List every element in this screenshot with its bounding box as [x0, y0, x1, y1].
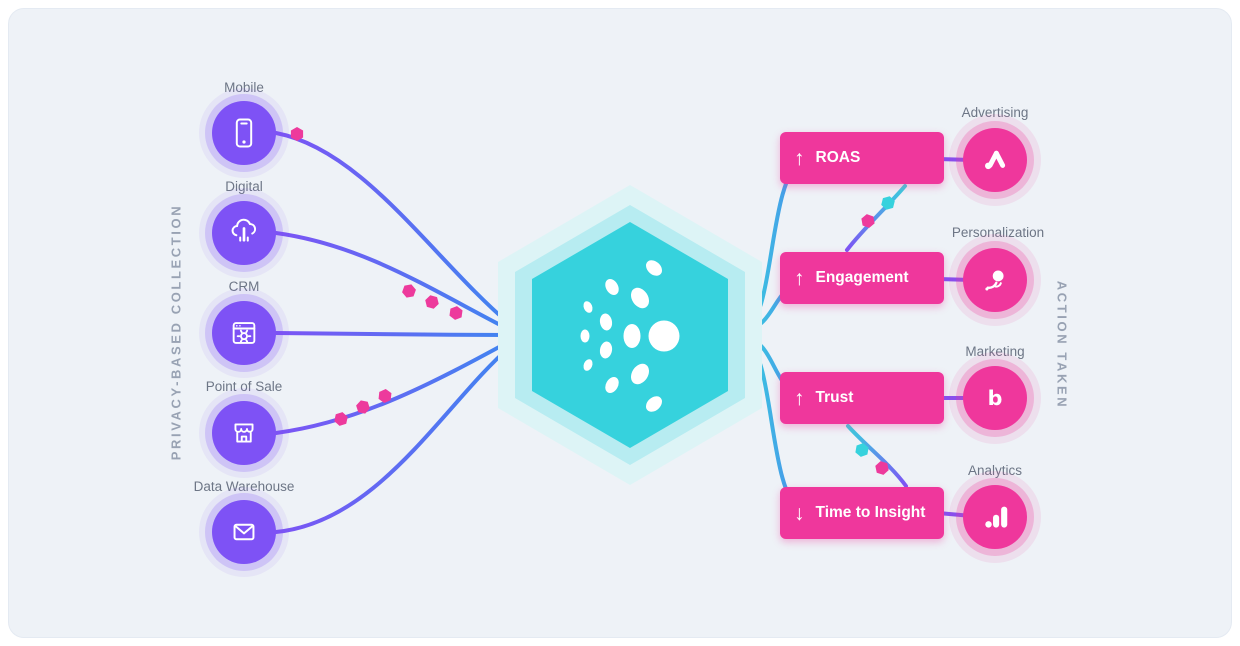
source-label-point-of-sale: Point of Sale: [205, 379, 283, 394]
connection-line: [274, 343, 514, 534]
connection-line: [274, 331, 514, 337]
b-letter-icon: b: [988, 386, 1003, 410]
privacy-collection-axis-label: PRIVACY-BASED COLLECTION: [168, 203, 184, 461]
metric-pill-roas: ↑ ROAS: [780, 132, 944, 184]
action-label-analytics: Analytics: [967, 463, 1023, 478]
metric-label-trust: Trust: [815, 389, 854, 407]
ads-icon: [985, 150, 1006, 170]
metric-label-engagement: Engagement: [815, 269, 909, 287]
data-bead: [378, 389, 392, 403]
action-label-marketing: Marketing: [965, 344, 1025, 359]
data-bead: [425, 295, 439, 309]
metric-label-roas: ROAS: [815, 149, 861, 167]
arrow-up-icon: ↑: [794, 386, 805, 410]
action-taken-axis-label: ACTION TAKEN: [1054, 280, 1070, 410]
data-bead: [861, 214, 875, 228]
flow-beads: [290, 127, 895, 475]
action-node-analytics: [963, 485, 1027, 549]
cloud-touch-icon: [231, 218, 257, 242]
svg-text:b: b: [988, 386, 1003, 410]
source-label-data-warehouse: Data Warehouse: [193, 479, 295, 494]
action-label-personalization: Personalization: [951, 225, 1045, 240]
data-bead: [875, 461, 889, 475]
action-node-marketing: b: [963, 366, 1027, 430]
source-label-digital: Digital: [225, 179, 263, 194]
data-bead: [449, 306, 463, 320]
data-bead: [356, 400, 370, 414]
action-label-advertising: Advertising: [961, 105, 1029, 120]
metric-pill-trust: ↑ Trust: [780, 372, 944, 424]
connection-line: [274, 231, 514, 333]
source-label-mobile: Mobile: [224, 80, 264, 95]
connector: [845, 184, 907, 252]
browser-gear-icon: [232, 322, 256, 344]
mobile-phone-icon: [235, 118, 253, 148]
data-bead: [855, 443, 869, 457]
data-bead: [402, 284, 416, 298]
bar-chart-icon: [985, 506, 1008, 528]
data-bead: [290, 127, 304, 141]
metric-pill-time-to-insight: ↓ Time to Insight: [780, 487, 944, 539]
dots-burst-logo: [580, 260, 680, 412]
source-connection-lines: [274, 131, 514, 534]
pill-to-icon-connectors: [936, 157, 974, 518]
chain-diagonal-connectors: [845, 184, 908, 488]
connection-line: [274, 338, 514, 435]
connection-line: [274, 131, 514, 328]
storefront-icon: [234, 423, 254, 443]
rocket-spark-icon: [985, 270, 1004, 291]
data-bead: [881, 196, 895, 210]
arrow-down-icon: ↓: [794, 501, 805, 525]
action-node-advertising: [963, 128, 1027, 192]
source-node-data-warehouse: [212, 500, 276, 564]
arrow-up-icon: ↑: [794, 266, 805, 290]
connector: [846, 424, 908, 488]
source-node-point-of-sale: [212, 401, 276, 465]
envelope-icon: [233, 523, 255, 541]
arrow-up-icon: ↑: [794, 146, 805, 170]
source-node-digital: [212, 201, 276, 265]
metric-pill-engagement: ↑ Engagement: [780, 252, 944, 304]
data-bead: [334, 412, 348, 426]
metric-label-time-to-insight: Time to Insight: [815, 504, 926, 522]
source-label-crm: CRM: [228, 279, 260, 294]
action-node-personalization: [963, 248, 1027, 312]
source-node-crm: [212, 301, 276, 365]
source-node-mobile: [212, 101, 276, 165]
